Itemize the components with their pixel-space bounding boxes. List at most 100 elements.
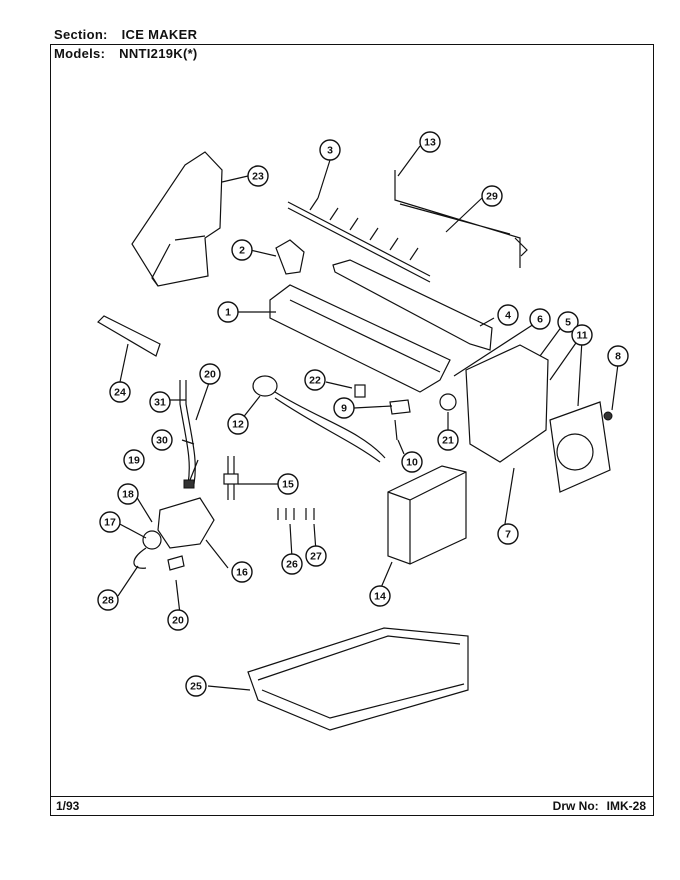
- callout-number: 21: [442, 435, 454, 447]
- date-text: 1/93: [56, 799, 80, 813]
- callout-8: 8: [607, 345, 629, 367]
- callout-circle: [277, 473, 299, 495]
- callout-number: 5: [565, 317, 571, 329]
- callout-circle: [305, 545, 327, 567]
- callout-9: 9: [333, 397, 355, 419]
- screws-part: [277, 508, 315, 520]
- callout-11: 11: [571, 324, 593, 346]
- callout-number: 12: [232, 419, 244, 431]
- section-value: ICE MAKER: [121, 27, 198, 42]
- ejector-part: [287, 197, 431, 283]
- callout-circle: [167, 609, 189, 631]
- callout-number: 28: [102, 595, 114, 607]
- leader-lines: [115, 145, 619, 691]
- callout-number: 2: [239, 245, 245, 257]
- section-heading: Section: ICE MAKER: [54, 27, 197, 42]
- callout-number: 17: [104, 517, 116, 529]
- callout-17: 17: [99, 511, 121, 533]
- callout-number: 24: [114, 387, 126, 399]
- callout-12: 12: [227, 413, 249, 435]
- small-parts: [354, 384, 613, 441]
- callout-circle: [571, 324, 593, 346]
- callout-circle: [319, 139, 341, 161]
- drawing-number: Drw No: IMK-28: [553, 799, 646, 813]
- callout-number: 25: [190, 681, 202, 693]
- models-label: Models:: [54, 46, 106, 61]
- mold-body-part: [269, 284, 451, 393]
- wire-harness-part: [252, 375, 386, 463]
- callout-number: 4: [505, 310, 511, 322]
- callout-circle: [607, 345, 629, 367]
- callout-circle: [97, 589, 119, 611]
- callout-19: 19: [123, 449, 145, 471]
- callout-number: 6: [537, 314, 543, 326]
- callout-circle: [437, 429, 459, 451]
- ice-bin-part: [247, 627, 469, 731]
- callout-circle: [369, 585, 391, 607]
- callout-number: 11: [576, 330, 587, 342]
- ice-chute-part: [131, 151, 223, 287]
- callout-number: 15: [282, 479, 294, 491]
- motor-part: [549, 401, 611, 493]
- callout-25: 25: [185, 675, 207, 697]
- callout-number: 20: [204, 369, 216, 381]
- callout-27: 27: [305, 545, 327, 567]
- callout-31: 31: [149, 391, 171, 413]
- callout-circle: [227, 413, 249, 435]
- stripper-part: [332, 259, 493, 351]
- callout-circle: [497, 304, 519, 326]
- callout-number: 9: [341, 403, 347, 415]
- drawing-label: Drw No:: [552, 799, 599, 813]
- callout-circle: [123, 449, 145, 471]
- callout-26: 26: [281, 553, 303, 575]
- callout-20: 20: [199, 363, 221, 385]
- footer-bar: 1/93 Drw No: IMK-28: [50, 796, 654, 816]
- drawing-value: IMK-28: [606, 799, 646, 813]
- callout-circle: [109, 381, 131, 403]
- callout-number: 14: [374, 591, 386, 603]
- callout-circle: [401, 451, 423, 473]
- callout-1: 1: [217, 301, 239, 323]
- callout-21: 21: [437, 429, 459, 451]
- callout-circle: [481, 185, 503, 207]
- callout-number: 1: [225, 307, 231, 319]
- models-value: NNTI219K(*): [119, 46, 198, 61]
- callout-circle: [99, 511, 121, 533]
- cover-part: [387, 465, 467, 565]
- water-valve-part: [133, 497, 215, 571]
- callout-number: 16: [236, 567, 248, 579]
- callout-2: 2: [231, 239, 253, 261]
- callout-3: 3: [319, 139, 341, 161]
- callout-number: 18: [122, 489, 134, 501]
- diagram-frame: [50, 44, 654, 816]
- callout-number: 23: [252, 171, 264, 183]
- callout-29: 29: [481, 185, 503, 207]
- callout-number: 13: [424, 137, 436, 149]
- callout-number: 26: [286, 559, 298, 571]
- callout-number: 29: [486, 191, 498, 203]
- callout-group: 1234567891011121314151617181920202122232…: [97, 131, 629, 697]
- callout-number: 7: [505, 529, 511, 541]
- callout-22: 22: [304, 369, 326, 391]
- callout-5: 5: [557, 311, 579, 333]
- bracket-part: [275, 239, 305, 275]
- callout-number: 30: [156, 435, 168, 447]
- callout-circle: [247, 165, 269, 187]
- callout-circle: [557, 311, 579, 333]
- callout-circle: [497, 523, 519, 545]
- callout-circle: [419, 131, 441, 153]
- callout-number: 3: [327, 145, 333, 157]
- callout-30: 30: [151, 429, 173, 451]
- callout-circle: [231, 239, 253, 261]
- shutoff-arm-part: [394, 170, 528, 268]
- callout-circle: [199, 363, 221, 385]
- callout-circle: [185, 675, 207, 697]
- callout-20: 20: [167, 609, 189, 631]
- callout-14: 14: [369, 585, 391, 607]
- callout-circle: [304, 369, 326, 391]
- callout-16: 16: [231, 561, 253, 583]
- callout-circle: [217, 301, 239, 323]
- callout-4: 4: [497, 304, 519, 326]
- callout-number: 27: [310, 551, 322, 563]
- callout-6: 6: [529, 308, 551, 330]
